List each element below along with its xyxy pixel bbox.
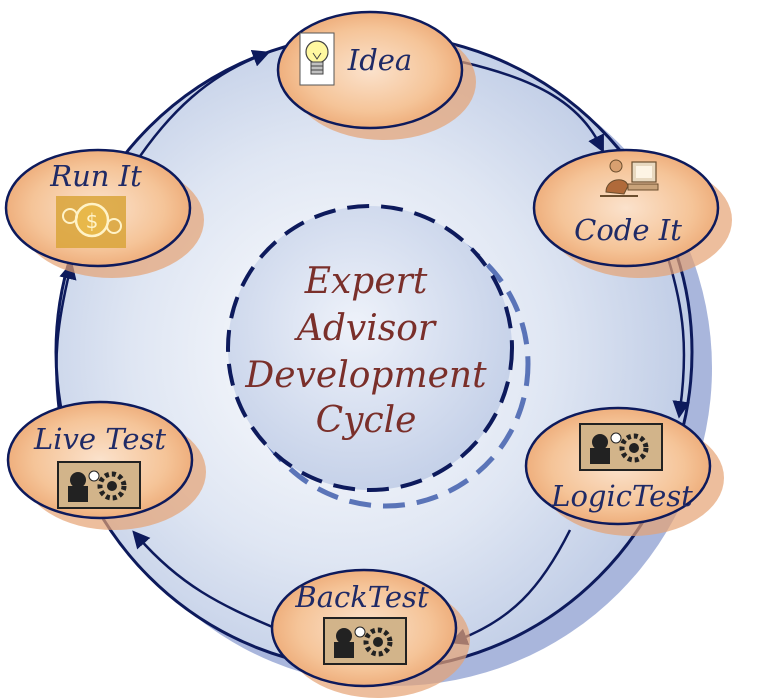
lightbulb-icon <box>299 32 335 86</box>
arrow-live-to-run <box>55 261 77 419</box>
node-idea[interactable]: Idea <box>276 10 476 140</box>
node-live-test[interactable]: Live Test <box>6 400 206 530</box>
node-label-backtest: BackTest <box>294 580 429 614</box>
testing-gears-icon <box>579 423 663 471</box>
dollar-coins-icon: $ <box>56 196 126 248</box>
arrow-run-to-idea <box>130 49 271 169</box>
center-line-2: Advisor <box>294 308 437 349</box>
testing-gears-icon <box>323 617 407 665</box>
node-label-idea: Idea <box>347 43 412 77</box>
center-title: Expert Advisor Development Cycle <box>244 261 487 441</box>
node-run-it[interactable]: Run It $ <box>4 148 204 278</box>
node-backtest[interactable]: BackTest <box>270 568 470 698</box>
arrow-logic-to-back <box>449 529 572 646</box>
center-line-3: Development <box>244 355 487 396</box>
node-label-code-it: Code It <box>574 213 682 247</box>
center-circle <box>226 204 531 509</box>
node-label-live-test: Live Test <box>33 422 166 456</box>
center-line-1: Expert <box>304 261 428 302</box>
svg-text:$: $ <box>86 209 99 233</box>
arrow-back-to-live <box>132 530 276 630</box>
cycle-arrows <box>55 49 690 646</box>
arrow-code-to-logic <box>666 257 690 419</box>
programmer-at-computer-icon <box>600 159 659 197</box>
arrow-idea-to-code <box>461 60 604 153</box>
center-line-4: Cycle <box>316 400 417 441</box>
node-code-it[interactable]: Code It <box>532 148 732 278</box>
node-label-run-it: Run It <box>49 159 142 193</box>
node-logictest[interactable]: LogicTest <box>524 406 724 536</box>
testing-gears-icon <box>57 461 141 509</box>
node-label-logictest: LogicTest <box>550 479 693 513</box>
